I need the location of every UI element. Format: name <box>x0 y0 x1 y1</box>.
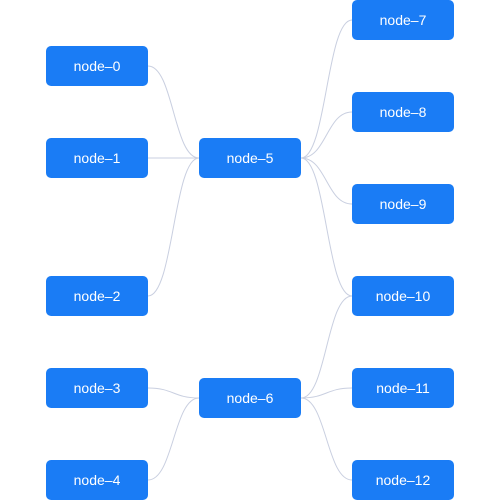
edge-n3-n6 <box>147 387 200 399</box>
node-12[interactable]: node–12 <box>352 460 454 500</box>
node-2[interactable]: node–2 <box>46 276 148 316</box>
node-10[interactable]: node–10 <box>352 276 454 316</box>
node-3[interactable]: node–3 <box>46 368 148 408</box>
edge-n5-n7 <box>300 19 353 159</box>
node-8[interactable]: node–8 <box>352 92 454 132</box>
edge-n5-n9 <box>300 157 353 205</box>
edge-n5-n10 <box>300 157 353 297</box>
edge-n6-n12 <box>300 397 353 481</box>
edge-n0-n5 <box>147 65 200 159</box>
node-7[interactable]: node–7 <box>352 0 454 40</box>
node-5[interactable]: node–5 <box>199 138 301 178</box>
node-0[interactable]: node–0 <box>46 46 148 86</box>
node-1[interactable]: node–1 <box>46 138 148 178</box>
node-6[interactable]: node–6 <box>199 378 301 418</box>
node-11[interactable]: node–11 <box>352 368 454 408</box>
edge-n4-n6 <box>147 397 200 481</box>
edge-n5-n8 <box>300 111 353 159</box>
node-9[interactable]: node–9 <box>352 184 454 224</box>
edge-n2-n5 <box>147 157 200 297</box>
node-4[interactable]: node–4 <box>46 460 148 500</box>
edge-n6-n11 <box>300 387 353 399</box>
edge-n6-n10 <box>300 295 353 399</box>
